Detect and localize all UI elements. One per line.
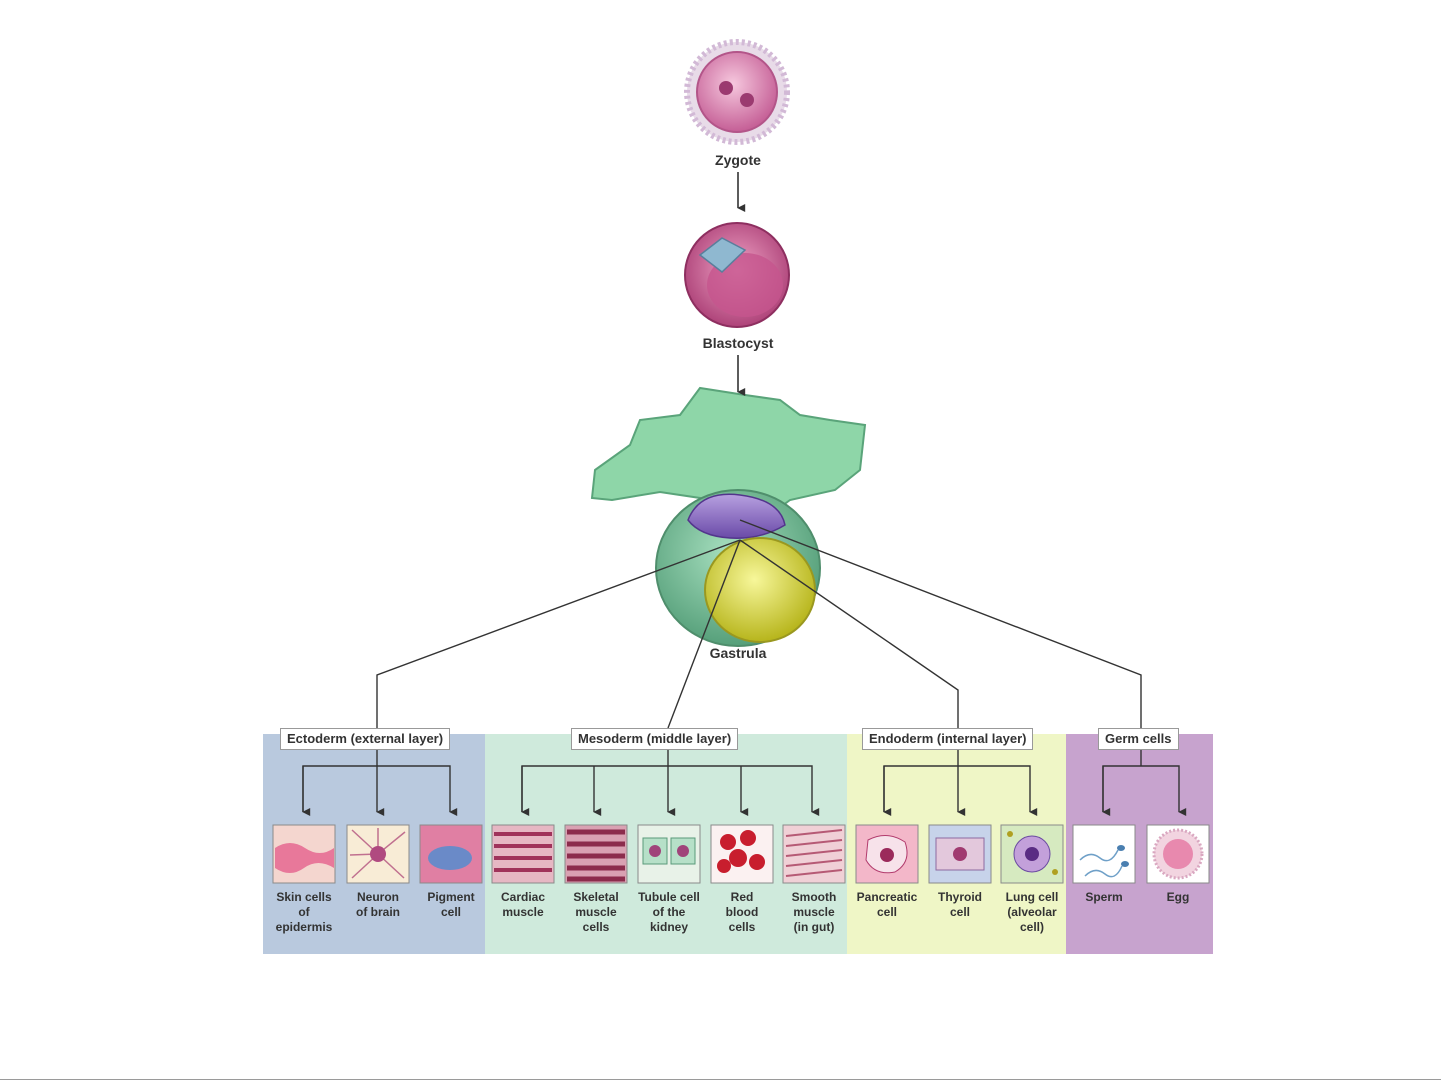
skeletal-muscle-image — [564, 824, 628, 884]
endoderm-title: Endoderm (internal layer) — [862, 728, 1034, 750]
cardiac-muscle-image — [491, 824, 555, 884]
bottom-rule — [0, 1079, 1441, 1080]
mesoderm-title: Mesoderm (middle layer) — [571, 728, 739, 750]
line-to-endoderm — [739, 539, 959, 728]
germ-cells-title: Germ cells — [1098, 728, 1179, 750]
line-to-germ-cells — [739, 519, 1142, 728]
pigment-cell-image — [419, 824, 483, 884]
zygote-illustration — [684, 39, 790, 145]
smooth-muscle-image — [782, 824, 846, 884]
gastrula-illustration — [590, 386, 867, 647]
lung-cell-image — [1000, 824, 1064, 884]
blastocyst-label: Blastocyst — [702, 335, 774, 351]
cell-thumbnails — [272, 824, 1210, 884]
egg-label: Egg — [1166, 890, 1190, 904]
zygote-label: Zygote — [715, 152, 761, 168]
thyroid-cell-image — [928, 824, 992, 884]
neuron-image — [346, 824, 410, 884]
gastrula-label: Gastrula — [709, 645, 767, 661]
lineage-lines — [376, 519, 1142, 729]
red-blood-cells-image — [710, 824, 774, 884]
line-to-mesoderm — [667, 539, 741, 729]
egg-image — [1146, 824, 1210, 884]
tubule-cell-image — [637, 824, 701, 884]
pancreatic-cell-image — [855, 824, 919, 884]
sperm-image — [1072, 824, 1136, 884]
blastocyst-illustration — [684, 222, 790, 328]
sperm-label: Sperm — [1085, 890, 1123, 904]
ectoderm-title: Ectoderm (external layer) — [280, 728, 451, 750]
branch-arrows — [302, 748, 1187, 816]
line-to-ectoderm — [376, 539, 741, 728]
skin-cells-image — [272, 824, 336, 884]
